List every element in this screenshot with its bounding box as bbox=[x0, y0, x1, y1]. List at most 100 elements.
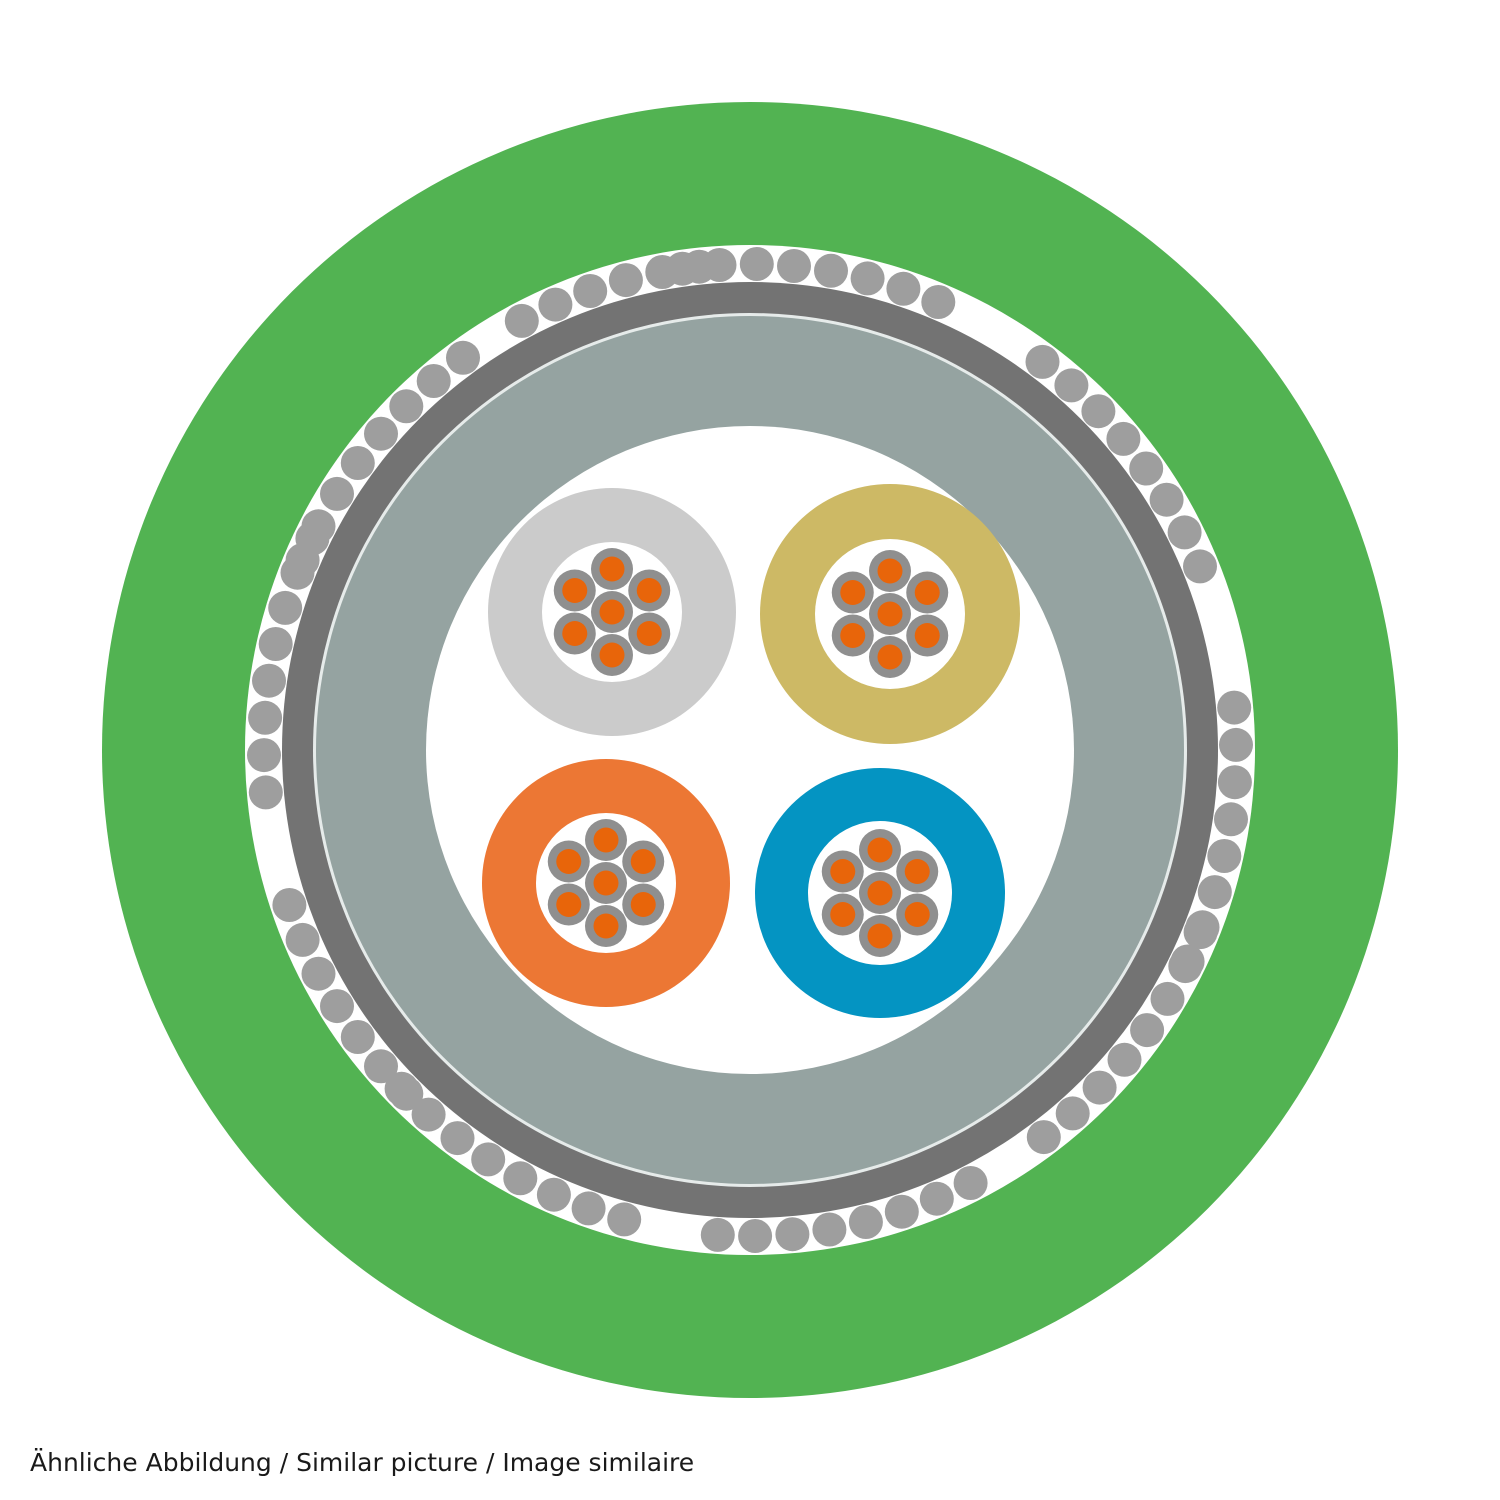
braid-strand bbox=[1055, 1096, 1090, 1131]
wire-strand-copper bbox=[830, 902, 856, 927]
braid-strand bbox=[536, 1177, 571, 1212]
braid-strand bbox=[1217, 690, 1252, 725]
wire-strand-copper bbox=[904, 902, 930, 927]
wire-strand-copper bbox=[867, 923, 893, 949]
wire-strand-copper bbox=[867, 880, 893, 906]
braid-strand bbox=[1149, 482, 1184, 517]
braid-strand bbox=[340, 446, 375, 480]
braid-strand bbox=[538, 287, 573, 322]
braid-strand bbox=[1183, 915, 1218, 950]
image-caption: Ähnliche Abbildung / Similar picture / I… bbox=[30, 1448, 695, 1477]
wire-strand-copper bbox=[877, 601, 903, 627]
braid-strand bbox=[285, 543, 320, 578]
braid-strand bbox=[252, 663, 286, 698]
braid-strand bbox=[1025, 344, 1060, 379]
wire-strand-copper bbox=[593, 827, 619, 853]
core-blue bbox=[755, 768, 1005, 1018]
braid-strand bbox=[301, 956, 336, 991]
braid-strand bbox=[258, 627, 293, 661]
braid-strand bbox=[272, 888, 307, 922]
braid-strand bbox=[1026, 1120, 1061, 1155]
wire-strand-copper bbox=[599, 599, 625, 625]
braid-strand bbox=[1107, 1042, 1142, 1077]
braid-strand bbox=[700, 1217, 735, 1252]
braid-strand bbox=[573, 274, 608, 308]
wire-strand-copper bbox=[562, 621, 588, 646]
braid-strand bbox=[301, 509, 336, 544]
braid-strand bbox=[320, 476, 354, 511]
braid-strand bbox=[608, 263, 643, 298]
braid-strand bbox=[471, 1142, 506, 1177]
braid-strand bbox=[1217, 765, 1252, 800]
braid-strand bbox=[1054, 368, 1089, 403]
braid-strand bbox=[1129, 451, 1164, 486]
wire-strand-copper bbox=[830, 859, 856, 884]
wire-strand-copper bbox=[593, 870, 619, 896]
braid-strand bbox=[411, 1097, 446, 1132]
braid-strand bbox=[1219, 727, 1253, 762]
core-orange bbox=[482, 759, 730, 1007]
braid-strand bbox=[1214, 802, 1248, 837]
wire-strand-copper bbox=[630, 849, 656, 874]
wire-strand-copper bbox=[562, 578, 588, 603]
braid-strand bbox=[364, 416, 398, 451]
braid-strand bbox=[777, 249, 811, 283]
braid-strand bbox=[571, 1191, 606, 1226]
wire-strand-copper bbox=[556, 849, 582, 874]
wire-strand-copper bbox=[599, 642, 625, 668]
braid-strand bbox=[1150, 981, 1185, 1016]
braid-strand bbox=[1197, 875, 1232, 910]
braid-strand bbox=[607, 1202, 642, 1237]
braid-strand bbox=[850, 261, 885, 296]
braid-strand bbox=[645, 255, 680, 289]
core-light-grey bbox=[488, 488, 736, 736]
wire-strand-copper bbox=[599, 556, 625, 582]
braid-strand bbox=[1130, 1013, 1165, 1048]
braid-strand bbox=[320, 989, 354, 1024]
braid-strand bbox=[248, 700, 283, 735]
wire-strand-copper bbox=[914, 623, 940, 648]
braid-strand bbox=[682, 249, 717, 284]
core-gold bbox=[760, 484, 1020, 744]
wire-strand-copper bbox=[593, 913, 619, 939]
braid-strand bbox=[1183, 549, 1217, 584]
wire-strand-copper bbox=[840, 580, 866, 605]
wire-strand-copper bbox=[867, 837, 893, 863]
braid-strand bbox=[285, 922, 320, 957]
wire-strand-copper bbox=[877, 558, 903, 584]
wire-strand-copper bbox=[556, 892, 582, 917]
braid-strand bbox=[504, 303, 539, 338]
braid-strand bbox=[389, 389, 424, 424]
braid-strand bbox=[775, 1217, 810, 1252]
braid-strand bbox=[848, 1205, 883, 1239]
wire-strand-copper bbox=[636, 578, 662, 603]
braid-strand bbox=[247, 738, 281, 773]
braid-strand bbox=[1167, 515, 1202, 550]
braid-strand bbox=[812, 1212, 847, 1247]
wire-strand-copper bbox=[636, 621, 662, 646]
braid-strand bbox=[1207, 839, 1242, 873]
braid-strand bbox=[440, 1121, 475, 1156]
braid-strand bbox=[953, 1166, 988, 1200]
braid-strand bbox=[1168, 949, 1203, 984]
braid-strand bbox=[1106, 421, 1141, 456]
braid-strand bbox=[1081, 394, 1116, 429]
braid-strand bbox=[739, 247, 774, 281]
braid-strand bbox=[884, 1194, 919, 1229]
braid-strand bbox=[340, 1020, 375, 1054]
braid-strand bbox=[503, 1161, 538, 1196]
braid-strand bbox=[919, 1181, 954, 1216]
braid-strand bbox=[1082, 1070, 1117, 1105]
conductor-cores bbox=[482, 484, 1020, 1018]
braid-strand bbox=[886, 271, 921, 306]
wire-strand-copper bbox=[630, 892, 656, 917]
braid-strand bbox=[446, 340, 480, 375]
braid-strand bbox=[248, 775, 283, 810]
wire-strand-copper bbox=[840, 623, 866, 648]
braid-strand bbox=[364, 1049, 398, 1084]
braid-strand bbox=[416, 364, 451, 398]
wire-strand-copper bbox=[904, 859, 930, 884]
braid-strand bbox=[738, 1219, 773, 1253]
braid-strand bbox=[814, 253, 848, 288]
